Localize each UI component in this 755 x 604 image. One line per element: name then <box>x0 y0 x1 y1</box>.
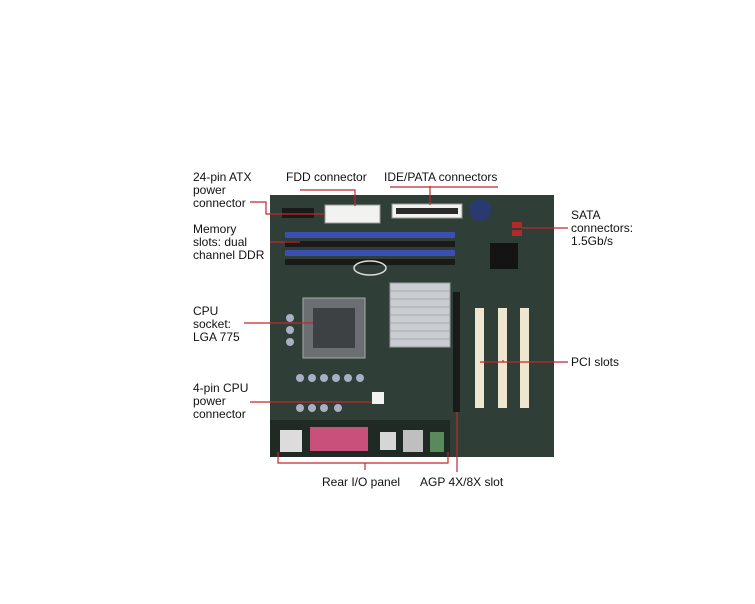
label-pci: PCI slots <box>571 355 620 369</box>
label-atx-power: 24-pin ATX power connector <box>193 170 252 210</box>
pci-slot-1 <box>475 308 484 408</box>
label-cpu-power: 4-pin CPU power connector <box>193 381 249 421</box>
vrm-capacitors <box>286 314 364 412</box>
usb-ports <box>380 432 396 450</box>
fdd-connector <box>282 208 314 218</box>
intel-logo-icon <box>353 260 387 276</box>
ps2-ports <box>280 430 302 452</box>
cpu-power-connector <box>372 392 384 404</box>
leader-fdd <box>300 189 356 206</box>
memory-slot-1 <box>285 232 455 238</box>
sata-connector-1 <box>512 222 522 228</box>
label-fdd: FDD connector <box>286 170 367 184</box>
label-ide: IDE/PATA connectors <box>384 170 498 184</box>
ide-connector-inner <box>396 208 458 214</box>
leader-lines <box>244 186 568 472</box>
battery <box>469 199 491 221</box>
heatsink-fins <box>390 290 450 340</box>
label-cpu-socket: CPU socket: LGA 775 <box>193 304 240 344</box>
agp-slot <box>453 292 460 412</box>
pci-slot-3 <box>520 308 529 408</box>
memory-slot-4 <box>285 259 455 265</box>
label-rear-io: Rear I/O panel <box>322 475 401 489</box>
lan-port <box>403 430 423 452</box>
north-chip <box>490 243 518 269</box>
parallel-port <box>310 427 368 451</box>
pci-slot-2 <box>498 308 507 408</box>
label-sata: SATA connectors: 1.5Gb/s <box>571 208 634 248</box>
leader-rear-io <box>277 452 449 464</box>
atx-power-connector <box>324 204 381 224</box>
memory-slot-3 <box>285 250 455 256</box>
label-agp: AGP 4X/8X slot <box>420 475 504 489</box>
label-memory: Memory slots: dual channel DDR <box>193 222 265 262</box>
memory-slot-2 <box>285 241 455 247</box>
leader-atx <box>250 201 325 215</box>
cpu-socket-inner <box>313 308 355 348</box>
sata-connector-2 <box>512 230 522 236</box>
audio-ports <box>430 432 444 452</box>
